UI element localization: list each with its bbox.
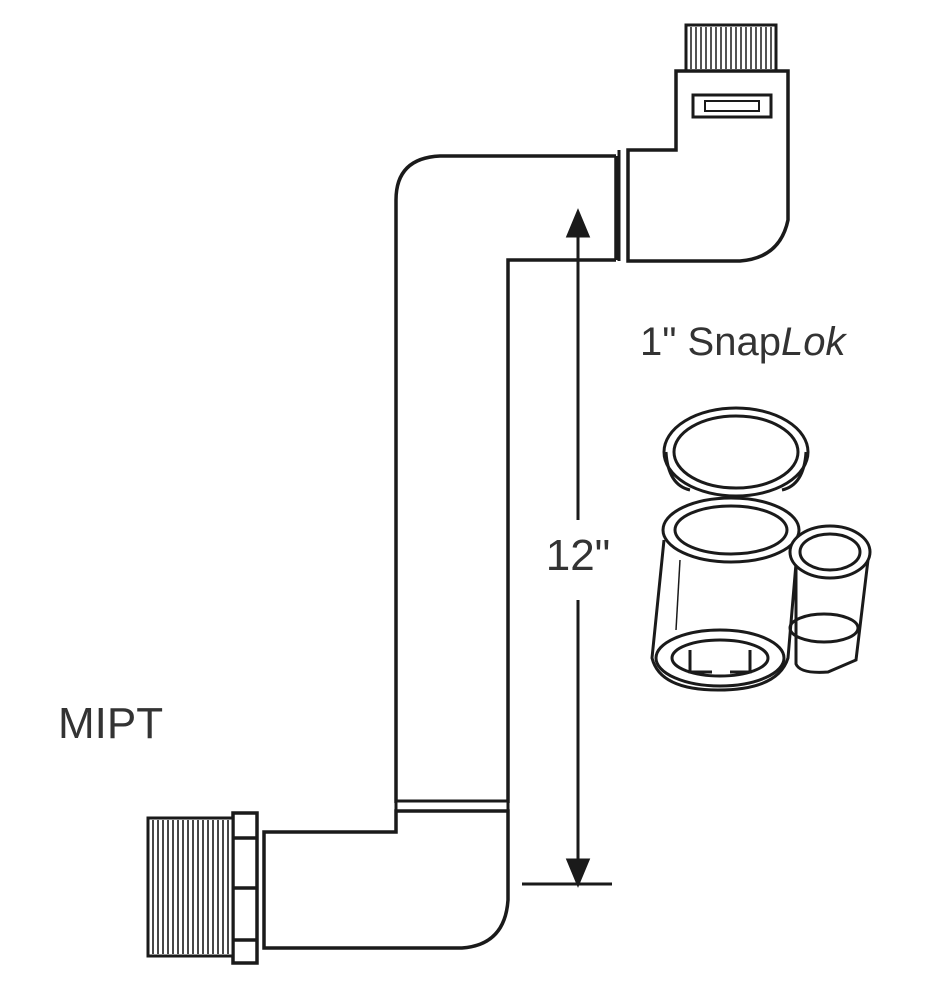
snaplok-label-suffix: Lok [781, 320, 847, 364]
dimension-arrow [522, 208, 612, 888]
snaplok-body [650, 496, 801, 692]
snaplok-ring [662, 406, 810, 498]
riser-pipe [394, 154, 618, 803]
snaplok-side-outlet [788, 524, 872, 674]
bottom-elbow [262, 809, 510, 950]
mipt-threads [146, 816, 235, 958]
bottom-hex-nut [231, 811, 259, 965]
snaplok-fitting [650, 406, 872, 692]
dimension-label: 12" [546, 531, 611, 580]
snaplok-label: 1" SnapLok [640, 320, 847, 364]
top-elbow [617, 69, 790, 263]
mipt-label: MIPT [58, 699, 163, 748]
snaplok-label-prefix: 1" Snap [640, 320, 781, 364]
top-threaded-nipple [684, 23, 778, 73]
